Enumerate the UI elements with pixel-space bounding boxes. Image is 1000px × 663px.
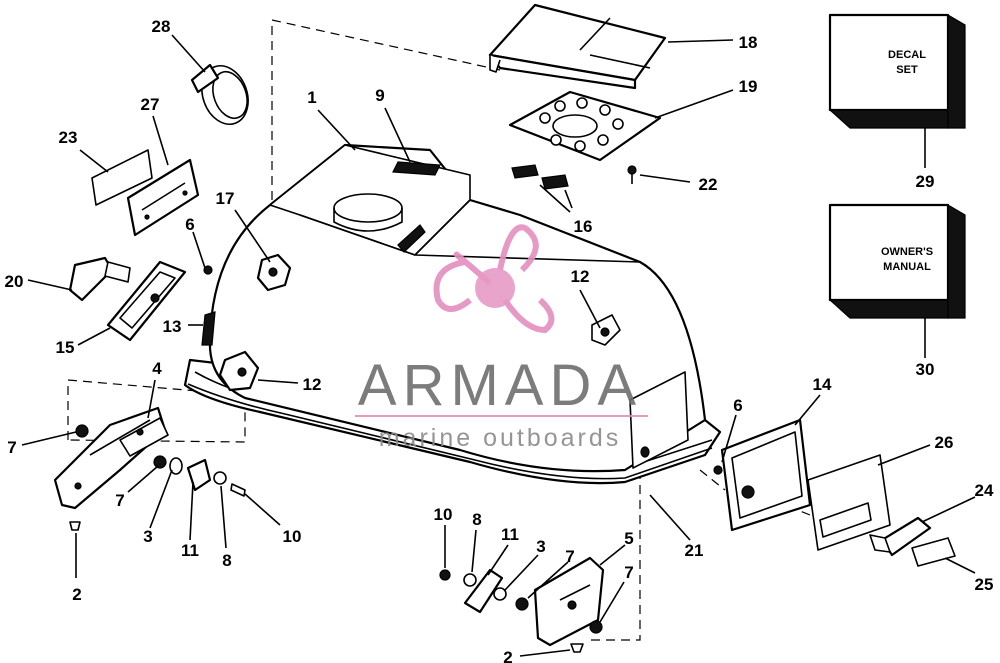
callout-20: 20	[5, 272, 24, 291]
propeller-hub-icon	[475, 268, 515, 308]
latch-plate-15	[106, 260, 187, 342]
top-cap-18	[488, 3, 667, 90]
callout-11a: 11	[181, 541, 199, 560]
callout-22: 22	[699, 175, 718, 194]
plate-26	[807, 454, 891, 551]
grommet-12b	[591, 314, 621, 346]
callout-4: 4	[152, 359, 162, 378]
grille-plate-19	[508, 90, 662, 162]
callout-16: 16	[574, 217, 593, 236]
callout-3b: 3	[536, 537, 545, 556]
decal-set-box: DECAL SET	[828, 13, 966, 129]
latch-handle-20	[68, 256, 131, 302]
clips-16	[511, 164, 569, 190]
knob-17	[256, 253, 292, 292]
engine-cowl	[183, 143, 722, 485]
owners-manual-line2: MANUAL	[883, 261, 931, 273]
callout-5: 5	[624, 529, 633, 548]
screw-22	[627, 165, 637, 184]
callout-26: 26	[935, 433, 954, 452]
callout-7a: 7	[7, 438, 16, 457]
leader-lines	[21, 34, 976, 657]
propeller-logo-icon	[433, 224, 555, 334]
callout-17: 17	[216, 189, 235, 208]
screw-6b	[713, 465, 723, 475]
decal-set-line2: SET	[896, 64, 918, 76]
armada-watermark: ARMADA marine outboards	[355, 224, 648, 452]
callout-8a: 8	[222, 551, 231, 570]
screw-6a	[203, 265, 213, 275]
callout-12b: 12	[571, 267, 590, 286]
callout-7c: 7	[565, 547, 574, 566]
decal-23	[91, 149, 153, 206]
callout-7d: 7	[624, 563, 633, 582]
callout-11b: 11	[501, 525, 519, 544]
callout-6a: 6	[185, 215, 194, 234]
callout-18: 18	[739, 33, 758, 52]
callout-1: 1	[307, 88, 316, 107]
cover-14	[720, 418, 812, 532]
callout-10b: 10	[434, 505, 453, 524]
decal-set-line1: DECAL	[888, 49, 926, 61]
callout-15: 15	[56, 338, 75, 357]
callout-2b: 2	[503, 648, 512, 663]
cable-28	[190, 63, 249, 125]
callout-23: 23	[59, 128, 78, 147]
bracket-4	[53, 406, 169, 510]
callout-21: 21	[685, 541, 704, 560]
callout-14: 14	[813, 375, 832, 394]
callout-2a: 2	[72, 585, 81, 604]
right-hardware	[439, 568, 603, 653]
owners-manual-box: OWNER'S MANUAL	[828, 203, 966, 319]
callout-3a: 3	[143, 527, 152, 546]
grommet-12a	[218, 350, 260, 392]
bracket-5	[533, 556, 605, 647]
callout-27: 27	[141, 95, 160, 114]
callout-9: 9	[375, 86, 384, 105]
callout-12a: 12	[303, 375, 322, 394]
callout-7b: 7	[115, 491, 124, 510]
watermark-brand: ARMADA	[358, 353, 642, 418]
callout-10a: 10	[283, 527, 302, 546]
callout-13: 13	[163, 317, 182, 336]
owners-manual-line1: OWNER'S	[881, 246, 933, 258]
callout-19: 19	[739, 77, 758, 96]
callout-24: 24	[975, 481, 994, 500]
clip-24	[869, 516, 932, 557]
callout-8b: 8	[472, 510, 481, 529]
plate-27	[126, 158, 200, 237]
callout-25: 25	[975, 575, 994, 594]
left-hardware	[69, 424, 246, 531]
callout-30: 30	[916, 360, 935, 379]
callout-6b: 6	[733, 396, 742, 415]
callout-28: 28	[152, 17, 171, 36]
callout-numbers: 1 9 18 19 22 16 29 30 28 27 23 17 6 20 1…	[5, 17, 994, 663]
callout-29: 29	[916, 172, 935, 191]
decal-25	[911, 537, 956, 567]
watermark-tagline: marine outboards	[379, 424, 622, 452]
